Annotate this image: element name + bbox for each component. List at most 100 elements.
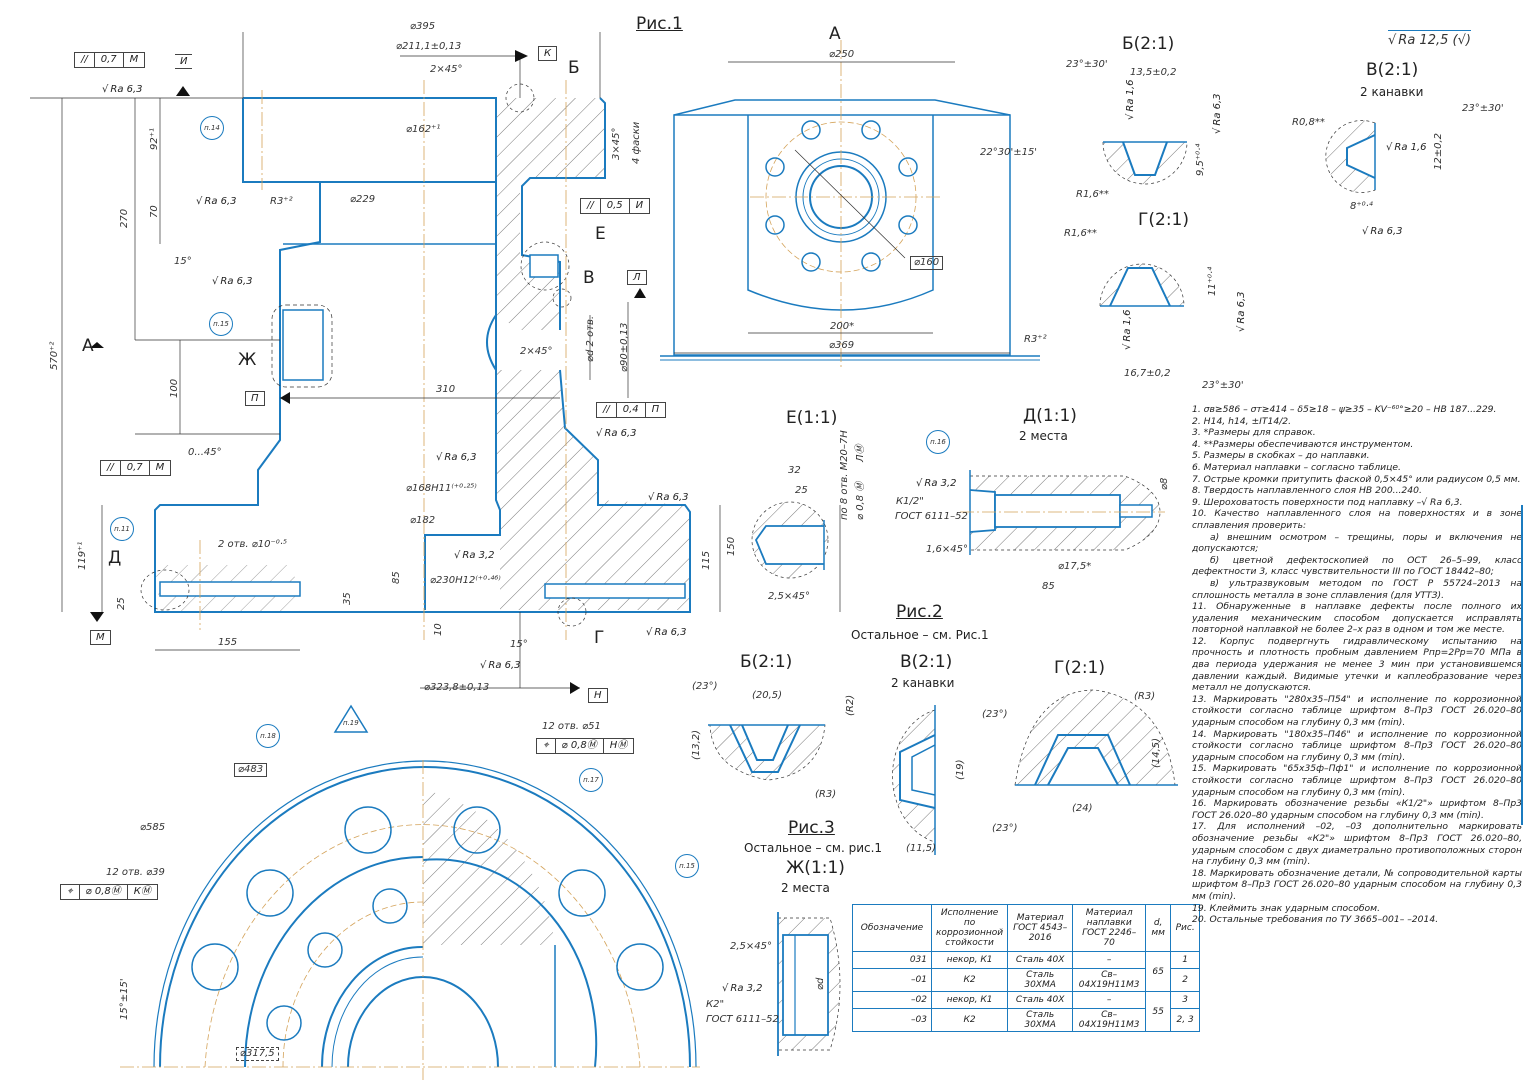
roughness-bottom: Ra 6,3 bbox=[480, 660, 520, 671]
cell-material: Сталь 30ХМА bbox=[1007, 968, 1074, 992]
flange-view-geometry bbox=[120, 760, 700, 1080]
holes-51-label: 12 отв. ⌀51 bbox=[542, 721, 601, 732]
fcf-datum: И bbox=[635, 200, 644, 211]
bubble-p11: п.11 bbox=[110, 517, 134, 541]
main-section bbox=[30, 32, 841, 694]
material-table: Обозначение Исполнение по коррозионной с… bbox=[852, 904, 1201, 1032]
detail-d-bubble: п.16 bbox=[926, 430, 950, 454]
detail-v-ra63: Ra 6,3 bbox=[1362, 226, 1402, 237]
dim-d90: ⌀90±0,13 bbox=[619, 322, 630, 372]
fig3-g-angle: (23°) bbox=[992, 823, 1018, 834]
dim-d168: ⌀168H11⁽⁺⁰·²⁵⁾ bbox=[406, 483, 477, 494]
note-20: 20. Остальные требования по ТУ 3665–001–… bbox=[1192, 914, 1439, 926]
dim-angle-15: 15°±15' bbox=[119, 978, 130, 1020]
detail-d-d175: ⌀17,5* bbox=[1058, 561, 1092, 572]
detail-zh-subtitle: 2 места bbox=[781, 881, 830, 895]
detail-d-thread: К1/2" bbox=[896, 496, 924, 507]
detail-g-depth: 11⁺⁰·⁴ bbox=[1207, 266, 1218, 296]
dim-h25: 25 bbox=[116, 597, 127, 610]
dim-h270: 270 bbox=[119, 208, 130, 228]
cell-d: 65 bbox=[1145, 951, 1172, 992]
detail-b-ra16: Ra 1,6 bbox=[1125, 79, 1136, 120]
fig3-b-radius: (R3) bbox=[815, 789, 837, 800]
fig3-b-title: Б(2:1) bbox=[740, 652, 793, 672]
dim-h10: 10 bbox=[433, 623, 444, 636]
dim-r3: R3⁺² bbox=[270, 196, 293, 207]
detail-v-title: В(2:1) bbox=[1366, 60, 1419, 80]
dim-d585: ⌀585 bbox=[140, 822, 166, 833]
view-label-d: Д bbox=[108, 548, 122, 568]
note-5: 5. Размеры в скобках – до наплавки. bbox=[1192, 450, 1370, 462]
note-16: 16. Маркировать обозначение резьбы «К1/2… bbox=[1192, 798, 1522, 821]
note-1: 1. σв≥586 – σт≥414 – δ5≥18 – ψ≥35 – KV⁻⁶… bbox=[1192, 404, 1497, 415]
cell-material: Сталь 40Х bbox=[1007, 951, 1074, 969]
fig3-g-height: (14,5) bbox=[1151, 737, 1162, 768]
fig1-title: Рис.1 bbox=[636, 14, 683, 34]
fig3-v-width: (11,5) bbox=[906, 843, 937, 854]
fig3-g-title: Г(2:1) bbox=[1054, 658, 1105, 678]
table-row: 031 некор, К1 Сталь 40Х – 65 1 bbox=[852, 951, 1201, 992]
bubble-p15-flange: п.15 bbox=[675, 854, 699, 878]
fcf-datum: НⓂ bbox=[609, 740, 628, 751]
header-fig: Рис. bbox=[1170, 904, 1201, 952]
fig3-g-radius: (R3) bbox=[1134, 691, 1156, 702]
detail-v-radius: R0,8** bbox=[1292, 117, 1325, 128]
note-10c: в) ультразвуковым методом по ГОСТ Р 5572… bbox=[1192, 577, 1522, 601]
dim-h35: 35 bbox=[342, 592, 353, 605]
dim-d3175: ⌀317,5 bbox=[236, 1047, 279, 1061]
fig3-subtitle: Остальное – см. рис.1 bbox=[744, 841, 883, 855]
detail-v-angle: 23°±30' bbox=[1462, 103, 1504, 114]
detail-v-width: 12±0,2 bbox=[1433, 132, 1444, 170]
dim-angle-15-bottom: 15° bbox=[510, 639, 528, 650]
detail-g-radius: R1,6** bbox=[1064, 228, 1097, 239]
fig2-title: Рис.2 bbox=[896, 602, 943, 622]
detail-zh-gost: ГОСТ 6111–52 bbox=[706, 1014, 779, 1025]
detail-b-width: 13,5±0,2 bbox=[1130, 67, 1177, 78]
fig3-b-width: (20,5) bbox=[752, 690, 783, 701]
table-row: –02 некор, К1 Сталь 40Х – 55 3 bbox=[852, 991, 1201, 1032]
bubble-p18: п.18 bbox=[256, 724, 280, 748]
view-a-title: А bbox=[829, 24, 841, 44]
view-a-d369: ⌀369 bbox=[829, 340, 855, 351]
fig3-title: Рис.3 bbox=[788, 818, 835, 838]
table-row: –03 К2 Сталь 30ХМА Св–04Х19Н11М3 2, 3 bbox=[852, 1008, 1201, 1032]
view-a-d250: ⌀250 bbox=[829, 49, 855, 60]
dim-d395: ⌀395 bbox=[410, 21, 436, 32]
fcf-tolerance: 0,5 bbox=[601, 199, 630, 213]
dim-chamfer-2x45-mid: 2×45° bbox=[520, 346, 553, 357]
detail-zh-geometry bbox=[777, 912, 841, 1056]
details-fig3-geometry bbox=[708, 689, 1178, 855]
cell-overlay: – bbox=[1072, 991, 1147, 1009]
dim-d182: ⌀182 bbox=[410, 515, 436, 526]
datum-l: Л bbox=[627, 270, 647, 285]
technical-requirements: 1. σв≥586 – σт≥414 – δ5≥18 – ψ≥35 – KV⁻⁶… bbox=[1192, 404, 1522, 926]
detail-v-ra16: Ra 1,6 bbox=[1386, 142, 1426, 153]
dim-angle-0-45: 0...45° bbox=[188, 447, 222, 458]
note-10a: а) внешним осмотром – трещины, поры и вк… bbox=[1192, 531, 1522, 555]
dim-chamfer-3x45-note: 4 фаски bbox=[631, 121, 642, 164]
detail-e-datum: ЛⓂ bbox=[855, 444, 866, 462]
detail-d-subtitle: 2 места bbox=[1019, 429, 1068, 443]
roughness-bore: Ra 6,3 bbox=[436, 452, 476, 463]
dim-h115: 115 bbox=[701, 550, 712, 570]
dim-dd-2holes: ⌀d 2 отв. bbox=[585, 315, 596, 362]
detail-zh-thread: К2" bbox=[706, 999, 725, 1010]
bubble-p17: п.17 bbox=[579, 768, 603, 792]
detail-g-angle: 23°±30' bbox=[1202, 380, 1244, 391]
detail-e-thread: по 8 отв. М20–7Н bbox=[839, 430, 850, 520]
detail-v-subtitle: 2 канавки bbox=[1360, 85, 1424, 99]
note-4: 4. **Размеры обеспечиваются инструментом… bbox=[1192, 438, 1414, 450]
detail-g-ra63: Ra 6,3 bbox=[1236, 291, 1247, 332]
cell-execution: К2 bbox=[930, 1008, 1009, 1032]
fig3-v-radius: (R2) bbox=[845, 694, 856, 716]
detail-zh-title: Ж(1:1) bbox=[786, 858, 845, 878]
fig3-b-height: (13,2) bbox=[691, 729, 702, 760]
datum-n: Н bbox=[588, 688, 608, 703]
sheet-edge-mark bbox=[1521, 505, 1523, 825]
